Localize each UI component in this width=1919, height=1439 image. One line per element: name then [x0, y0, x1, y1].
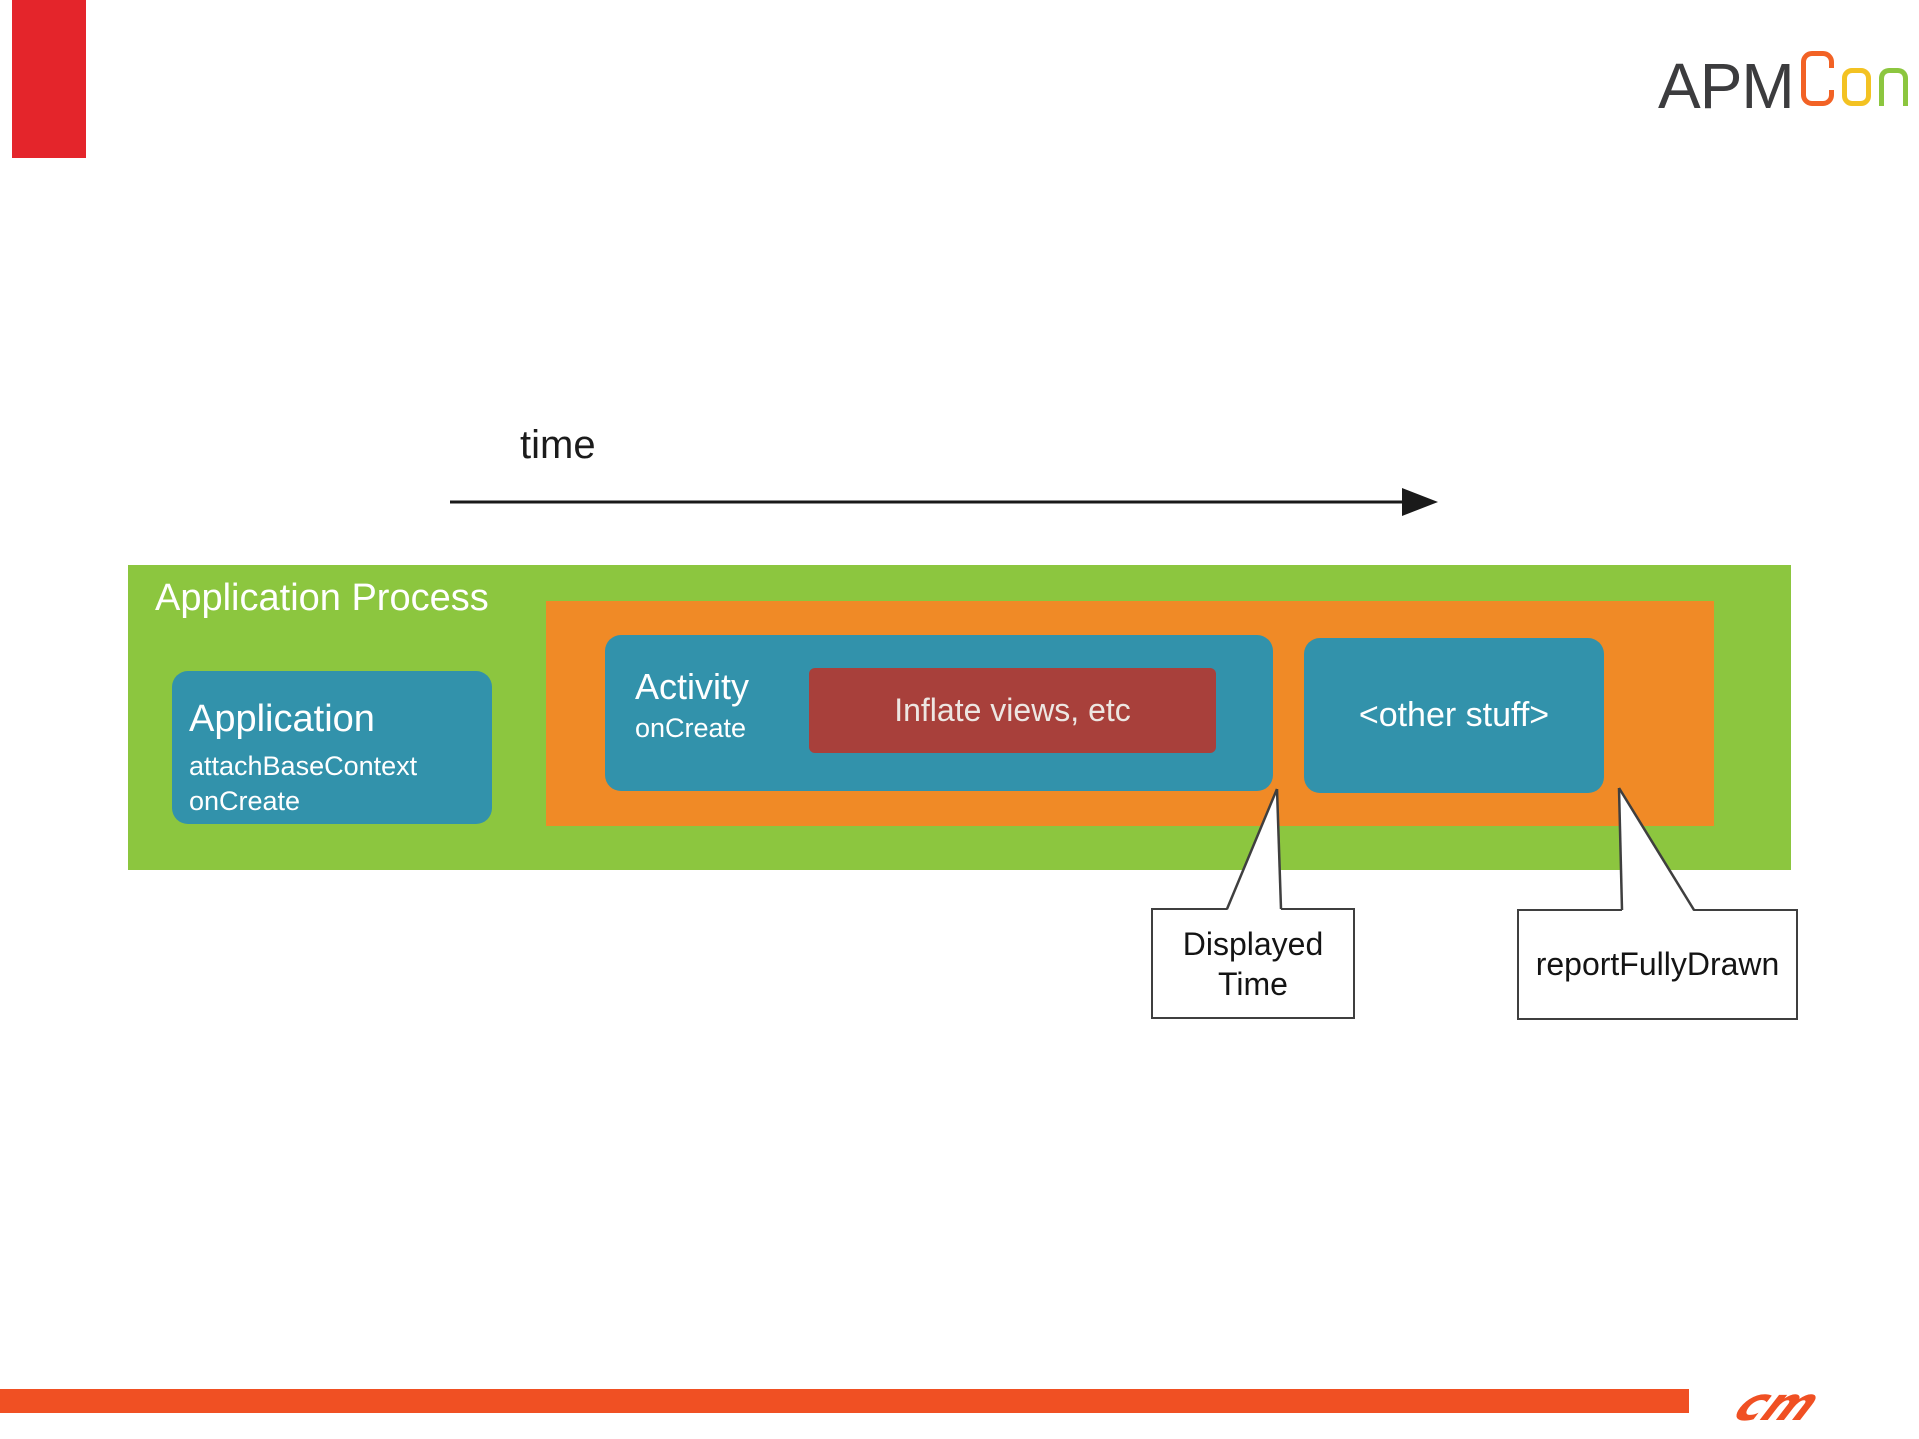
callout-displayed-time-line1: Displayed — [1182, 925, 1324, 962]
inflate-views-label: Inflate views, etc — [894, 692, 1131, 728]
inflate-views-box: Inflate views, etc — [809, 668, 1216, 753]
application-box-title: Application — [189, 698, 375, 740]
footer-cm-logo-icon: cm — [1725, 1377, 1831, 1431]
activity-box-title: Activity — [635, 666, 750, 707]
time-arrow-icon — [450, 488, 1438, 516]
callout-report-fully-drawn: reportFullyDrawn — [1517, 909, 1798, 1020]
footer-bar — [0, 1389, 1689, 1413]
logo-text-apm: APM — [1658, 50, 1795, 122]
apmcon-logo: APM C o n — [1658, 48, 1908, 118]
application-process-title: Application Process — [155, 577, 489, 619]
application-box: Application attachBaseContext onCreate — [172, 671, 492, 824]
callout-displayed-time: Displayed Time — [1151, 908, 1355, 1019]
callout-report-fully-drawn-label: reportFullyDrawn — [1535, 946, 1780, 982]
logo-glyph-n-icon: n — [1878, 68, 1908, 106]
activity-box-subtitle: onCreate — [635, 712, 747, 743]
logo-glyph-o-icon: o — [1841, 68, 1871, 106]
svg-text:cm: cm — [1725, 1377, 1831, 1431]
other-stuff-label: <other stuff> — [1358, 696, 1550, 734]
corner-accent-tab — [12, 0, 86, 158]
logo-glyph-c-icon: C — [1800, 51, 1834, 106]
callout-displayed-time-line2: Time — [1218, 965, 1288, 1002]
time-axis-label: time — [520, 423, 596, 467]
other-stuff-box: <other stuff> — [1304, 638, 1604, 793]
application-box-line-oncreate: onCreate — [189, 785, 301, 816]
logo-glyphs: C o n — [1800, 51, 1908, 106]
application-box-line-attachbasecontext: attachBaseContext — [189, 750, 418, 781]
